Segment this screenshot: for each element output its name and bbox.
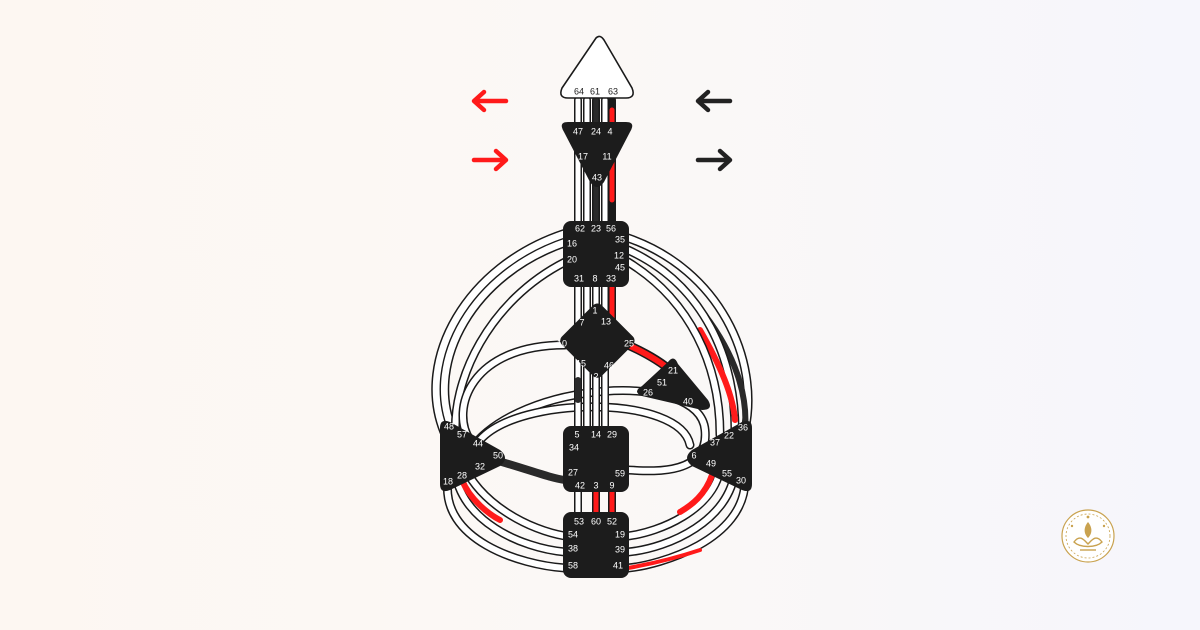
gate-label-throat: 35 bbox=[615, 234, 625, 244]
center-root bbox=[563, 512, 629, 578]
gate-label-throat: 16 bbox=[567, 238, 577, 248]
gate-label-g: 25 bbox=[624, 338, 634, 348]
center-sacral bbox=[563, 426, 629, 492]
gate-label-ajna: 43 bbox=[592, 172, 602, 182]
gate-label-root: 19 bbox=[615, 529, 625, 539]
arrow-bottom-right bbox=[695, 148, 733, 172]
arrow-top-left bbox=[471, 89, 509, 113]
gate-label-sacral: 9 bbox=[609, 480, 614, 490]
gate-label-head: 64 bbox=[574, 86, 584, 96]
gate-label-spleen: 18 bbox=[443, 476, 453, 486]
gate-label-g: 1 bbox=[592, 305, 597, 315]
gate-label-g: 10 bbox=[557, 338, 567, 348]
gate-label-heart: 26 bbox=[643, 387, 653, 397]
gate-label-sacral: 5 bbox=[574, 429, 579, 439]
gate-label-ajna: 24 bbox=[591, 126, 601, 136]
gate-label-solar-plexus: 55 bbox=[722, 468, 732, 478]
gate-label-root: 41 bbox=[613, 560, 623, 570]
gate-label-g: 13 bbox=[601, 316, 611, 326]
gate-label-sacral: 59 bbox=[615, 468, 625, 478]
gate-label-head: 61 bbox=[590, 86, 600, 96]
gate-label-root: 38 bbox=[568, 543, 578, 553]
gate-label-root: 60 bbox=[591, 516, 601, 526]
gate-label-ajna: 11 bbox=[602, 151, 611, 161]
gate-label-solar-plexus: 22 bbox=[724, 430, 734, 440]
center-g bbox=[560, 303, 635, 378]
gate-label-g: 46 bbox=[604, 360, 614, 370]
channel-right-root bbox=[623, 465, 750, 573]
gate-label-sacral: 29 bbox=[607, 429, 617, 439]
gate-label-solar-plexus: 36 bbox=[738, 422, 748, 432]
gate-label-throat: 45 bbox=[615, 262, 625, 272]
gate-label-spleen: 44 bbox=[473, 438, 483, 448]
gate-label-heart: 51 bbox=[657, 377, 667, 387]
center-ajna bbox=[561, 122, 633, 187]
gate-label-spleen: 48 bbox=[444, 421, 454, 431]
gate-label-spleen: 32 bbox=[475, 461, 485, 471]
gate-label-solar-plexus: 37 bbox=[710, 437, 720, 447]
center-throat bbox=[563, 221, 629, 287]
center-solar-plexus bbox=[687, 420, 752, 492]
gate-label-throat: 23 bbox=[591, 223, 601, 233]
gate-label-sacral: 27 bbox=[568, 467, 578, 477]
channel-right-outer bbox=[623, 233, 753, 440]
gate-label-root: 52 bbox=[607, 516, 617, 526]
gate-label-spleen: 50 bbox=[493, 450, 503, 460]
gate-label-sacral: 34 bbox=[569, 442, 579, 452]
gate-label-ajna: 47 bbox=[573, 126, 583, 136]
gate-label-root: 58 bbox=[568, 560, 578, 570]
gate-label-ajna: 4 bbox=[607, 126, 612, 136]
gate-label-sacral: 3 bbox=[593, 480, 598, 490]
gate-label-throat: 56 bbox=[606, 223, 616, 233]
center-spleen bbox=[440, 420, 505, 492]
gate-label-root: 53 bbox=[574, 516, 584, 526]
gate-label-root: 54 bbox=[568, 529, 578, 539]
gate-label-throat: 12 bbox=[614, 250, 624, 260]
gate-label-heart: 21 bbox=[668, 365, 678, 375]
gate-label-spleen: 28 bbox=[457, 470, 467, 480]
gate-label-spleen: 57 bbox=[457, 429, 467, 439]
gate-label-throat: 62 bbox=[575, 223, 585, 233]
gate-label-head: 63 bbox=[608, 86, 618, 96]
channel-left-inner bbox=[450, 257, 570, 445]
gate-label-g: 7 bbox=[579, 317, 584, 327]
gate-label-throat: 8 bbox=[592, 273, 597, 283]
gate-label-throat: 33 bbox=[606, 273, 616, 283]
gate-label-sacral: 14 bbox=[591, 429, 601, 439]
arrow-top-right bbox=[695, 89, 733, 113]
gate-label-root: 39 bbox=[615, 544, 625, 554]
channel-left-outer bbox=[431, 229, 574, 439]
gate-label-g: 15 bbox=[576, 358, 586, 368]
lotus-flame-logo-icon bbox=[1061, 509, 1115, 563]
gate-label-sacral: 42 bbox=[575, 480, 585, 490]
gate-label-solar-plexus: 30 bbox=[736, 475, 746, 485]
channels bbox=[431, 96, 753, 573]
gate-label-ajna: 17 bbox=[578, 151, 588, 161]
center-heart bbox=[637, 358, 710, 410]
gate-label-throat: 31 bbox=[574, 273, 584, 283]
gate-label-solar-plexus: 49 bbox=[706, 458, 716, 468]
gate-label-solar-plexus: 6 bbox=[691, 450, 696, 460]
gate-label-heart: 40 bbox=[683, 396, 693, 406]
arrow-bottom-left bbox=[471, 148, 509, 172]
gate-label-throat: 20 bbox=[567, 254, 577, 264]
center-head bbox=[560, 35, 634, 99]
gate-label-g: 2 bbox=[593, 371, 598, 381]
